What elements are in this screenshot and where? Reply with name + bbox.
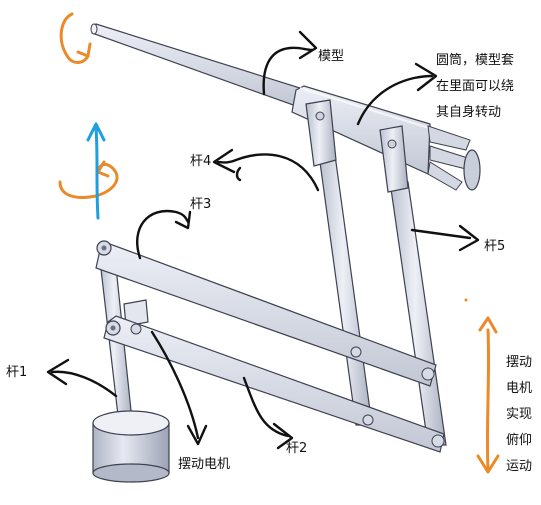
rotation-arrow-orange-top [59,12,90,64]
model-arrow [262,46,314,96]
motor-arrow-head [186,424,208,446]
swing-motor [92,410,170,483]
cylinder-arrow [356,74,434,126]
model-arrow-head [298,30,318,60]
rod-5 [389,181,447,446]
rod-3-arrow [136,209,190,260]
rod-2-arrow [242,376,290,438]
note-cylinder-line-2: 在里面可以绕 [436,79,515,94]
motor-arrow [150,330,200,440]
rod-4-arrow-tail [235,166,242,182]
note-cylinder-line-3: 其自身转动 [436,105,502,120]
rod-5-arrow-head [458,224,480,252]
note-pitch: 摆动 电机 实现 俯仰 运动 [504,350,534,480]
rod-4-clamp [305,99,337,167]
label-swing-motor: 摆动电机 [178,457,231,472]
rotation-arrow-orange-mid [58,162,119,199]
rod-5-arrow [410,228,472,240]
rod-1-arrow [50,370,118,398]
note-pitch-line-5: 运动 [505,459,532,474]
rotation-arrow-orange-top-head [76,42,92,58]
rod-2 [103,315,445,453]
axis-arrow-blue-head [86,122,106,142]
cylinder-arrow-head [414,62,438,92]
note-pitch-line-2: 电机 [505,381,532,396]
model-barrel [90,23,301,107]
note-pitch-line-3: 实现 [505,407,532,422]
rod-4-arrow-head [212,148,236,174]
rod-5-clamp [379,125,409,193]
label-rod-2: 杆2 [286,441,308,456]
pitch-arrow-head-bottom [476,454,500,474]
rod-4 [318,154,373,426]
label-rod-1: 杆1 [6,365,28,380]
label-rod-5: 杆5 [484,239,506,254]
note-pitch-line-1: 摆动 [505,355,532,370]
nozzle-fins [427,125,481,191]
label-rod-3: 杆3 [190,197,212,212]
note-cylinder-line-1: 圆筒，模型套 [436,53,515,68]
rod-4-arrow [216,153,320,192]
pitch-arrow-head-top [478,316,498,334]
rod-1-arrow-head [46,358,70,386]
note-cylinder: 圆筒，模型套 在里面可以绕 其自身转动 [436,48,514,126]
rod-3-arrow-head [174,210,192,230]
label-rod-4: 杆4 [190,154,212,169]
note-pitch-line-4: 俯仰 [505,433,532,448]
orange-dot [464,298,468,302]
motor-bracket [123,299,149,327]
pitch-arrow [485,328,491,472]
label-model: 模型 [318,49,345,64]
rod-2-arrow-head [272,422,294,450]
axis-arrow-blue [94,126,100,220]
rod-3 [95,240,437,387]
